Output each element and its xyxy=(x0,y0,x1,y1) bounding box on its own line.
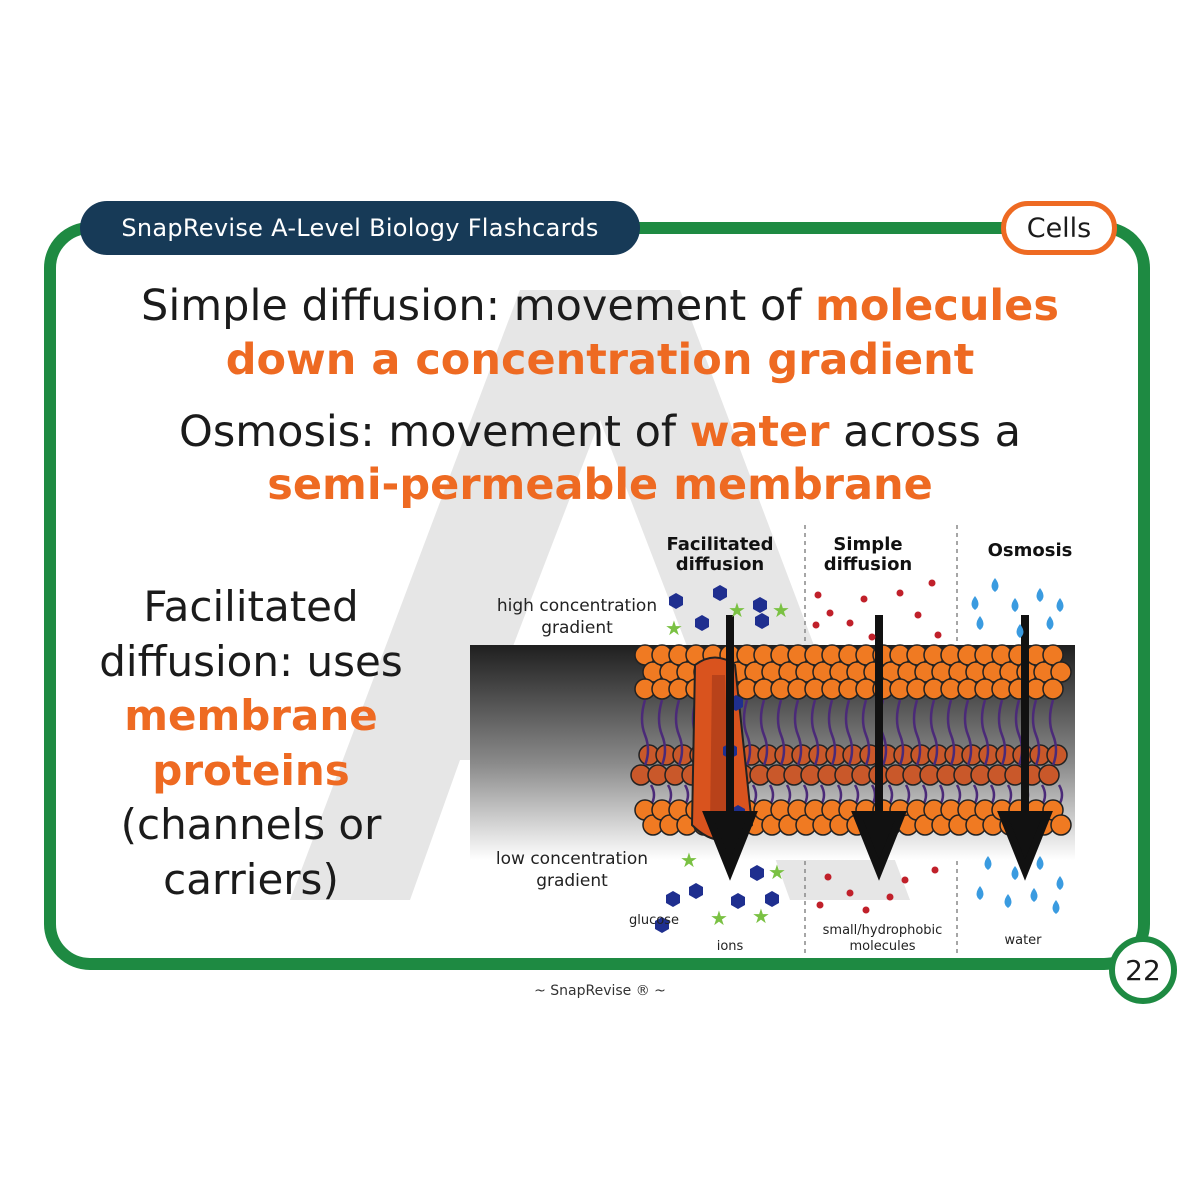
high-concentration-label: high concentration gradient xyxy=(472,595,682,639)
small-label-2: molecules xyxy=(849,939,916,954)
facilitated-line-3: (channels or xyxy=(120,800,382,849)
heading-osmosis: Osmosis xyxy=(987,540,1073,561)
osmosis-middle: across a xyxy=(829,407,1021,457)
heading-simple-1: Simple xyxy=(833,534,903,555)
small-molecules-label: small/hydrophobic molecules xyxy=(810,923,955,955)
low-concentration-label: low concentration gradient xyxy=(472,848,672,892)
facilitated-line-4: carriers) xyxy=(163,854,339,904)
osmosis-highlight-2: semi-permeable membrane xyxy=(267,460,933,510)
osmosis-line: Osmosis: movement of water across a xyxy=(60,407,1140,457)
simple-diffusion-highlight: molecules xyxy=(815,281,1059,331)
membrane-transport-diagram: ★ ★ ★ ★ ★ ★ ★ Facilitated diffusion Simple di… xyxy=(460,525,1100,965)
svg-text:★: ★ xyxy=(752,904,770,928)
osmosis-highlight: water xyxy=(689,407,830,457)
simple-diffusion-prefix: Simple diffusion: movement of xyxy=(141,281,816,331)
high-label-1: high concentration xyxy=(496,596,658,616)
membrane-illustration: ★ ★ ★ ★ ★ ★ ★ xyxy=(470,525,1075,955)
svg-text:★: ★ xyxy=(768,860,786,884)
low-label-2: gradient xyxy=(536,871,608,891)
heading-simple: Simple diffusion xyxy=(808,535,928,575)
topic-badge: Cells xyxy=(1001,201,1117,255)
high-label-2: gradient xyxy=(541,618,613,638)
svg-text:★: ★ xyxy=(710,906,728,930)
deck-title-badge: SnapRevise A-Level Biology Flashcards xyxy=(80,201,640,255)
svg-text:★: ★ xyxy=(680,848,698,872)
heading-simple-2: diffusion xyxy=(823,554,913,575)
svg-text:★: ★ xyxy=(772,598,790,622)
svg-text:★: ★ xyxy=(665,616,683,640)
ions-label: ions xyxy=(716,939,744,954)
footer: ~ SnapRevise ® ~ xyxy=(534,983,666,999)
facilitated-highlight-2: proteins xyxy=(152,745,350,795)
facilitated-diffusion-text: Facilitated diffusion: uses membrane pro… xyxy=(60,580,442,907)
low-label-1: low concentration xyxy=(495,849,649,869)
svg-text:★: ★ xyxy=(728,598,746,622)
heading-facilitated-2: diffusion xyxy=(675,554,765,575)
water-label: water xyxy=(1004,933,1042,948)
heading-facilitated: Facilitated diffusion xyxy=(655,535,785,575)
simple-diffusion-highlight-2: down a concentration gradient xyxy=(225,335,975,385)
small-label-1: small/hydrophobic xyxy=(822,923,943,938)
facilitated-highlight-1: membrane xyxy=(124,691,378,740)
facilitated-line-1: Facilitated xyxy=(143,582,359,631)
simple-diffusion-line: Simple diffusion: movement of molecules xyxy=(60,281,1140,331)
glucose-label: glucose xyxy=(629,913,679,928)
osmosis-prefix: Osmosis: movement of xyxy=(179,407,690,457)
heading-facilitated-1: Facilitated xyxy=(666,534,774,555)
page-number: 22 xyxy=(1109,936,1177,1004)
facilitated-line-2: diffusion: uses xyxy=(99,636,403,686)
